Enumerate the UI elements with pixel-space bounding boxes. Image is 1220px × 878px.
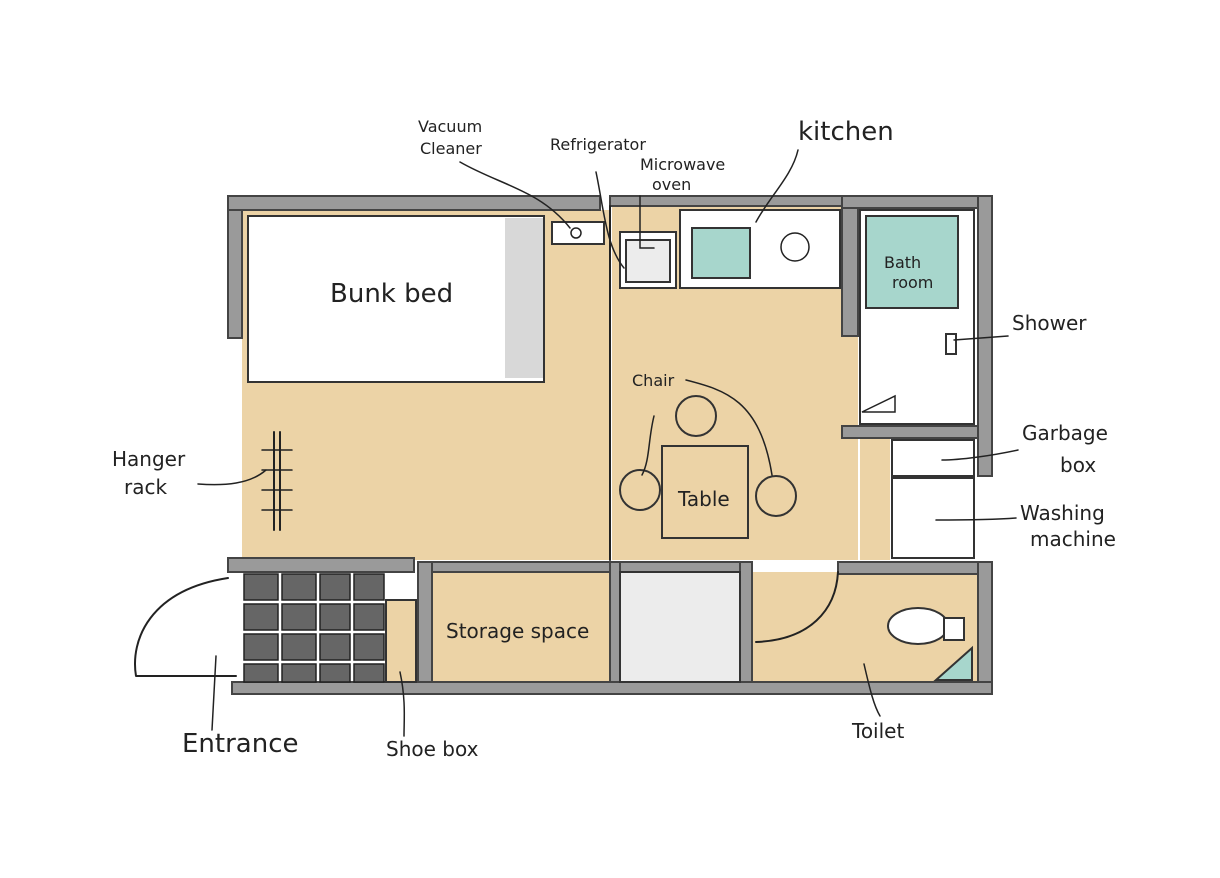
bathroom-door-swing — [861, 394, 896, 413]
washing-machine-label-2: machine — [1030, 527, 1116, 551]
toilet-door-swing — [755, 571, 839, 643]
microwave-oven — [625, 239, 671, 283]
kitchen-sink — [691, 227, 751, 279]
toilet-tank — [943, 617, 965, 641]
walls — [227, 195, 993, 695]
washing-machine-label-1: Washing — [1020, 501, 1105, 525]
shower-label: Shower — [1012, 311, 1087, 335]
toilet-label: Toilet — [851, 719, 904, 743]
wall-bath-left — [841, 195, 859, 337]
wall-top-kitchen — [609, 195, 843, 207]
wall-right-upper — [977, 195, 993, 477]
bunk-bed-shadow — [505, 218, 543, 378]
table-label: Table — [677, 487, 730, 511]
wall-right-lower — [977, 561, 993, 689]
chair-label: Chair — [632, 371, 675, 390]
table — [661, 445, 749, 539]
wall-closet-left — [609, 561, 621, 689]
hanger-rack-label-1: Hanger — [112, 447, 186, 471]
shower-fixture — [945, 333, 957, 355]
bathroom-label-1: Bath — [884, 253, 921, 272]
wall-bath-bottom — [841, 425, 979, 439]
shoe-box-label: Shoe box — [386, 737, 479, 761]
wall-bottom — [231, 681, 993, 695]
microwave-label-2: oven — [652, 175, 691, 194]
bunk-bed — [247, 215, 545, 383]
shoe-box — [385, 599, 417, 683]
bunk-bed-label: Bunk bed — [330, 279, 453, 309]
refrigerator-label: Refrigerator — [550, 135, 646, 154]
entrance-label: Entrance — [182, 729, 299, 759]
wall-top-right — [841, 195, 993, 209]
bathroom-label-2: room — [892, 273, 933, 292]
vacuum-cleaner-label-1: Vacuum — [418, 117, 482, 136]
hanger-rack-icon — [261, 431, 293, 531]
chair-left — [619, 469, 661, 511]
vacuum-cleaner-label-2: Cleaner — [420, 139, 482, 158]
chair-right — [755, 475, 797, 517]
hall-floor — [860, 438, 890, 560]
garbage-box-label-2: box — [1060, 453, 1096, 477]
toilet-bowl — [887, 607, 949, 645]
leader-lines — [197, 149, 1019, 737]
storage-floor — [432, 572, 610, 682]
washing-machine — [891, 477, 975, 559]
wall-storage-top — [431, 561, 749, 573]
wall-toilet-top — [837, 561, 993, 575]
vacuum-cleaner — [551, 221, 605, 245]
wall-closet-right — [739, 561, 753, 689]
vacuum-cleaner-icon — [570, 227, 582, 239]
wall-left-upper — [227, 195, 243, 339]
kitchen-label: kitchen — [798, 117, 894, 147]
garbage-box-label-1: Garbage — [1022, 421, 1108, 445]
bathtub — [865, 215, 959, 309]
closet — [619, 571, 741, 683]
stove-burner-icon — [780, 232, 810, 262]
hanger-rack-label-2: rack — [124, 475, 167, 499]
garbage-box — [891, 439, 975, 477]
wall-mid-left — [227, 557, 415, 573]
microwave-label-1: Microwave — [640, 155, 725, 174]
wall-storage-left — [417, 561, 433, 689]
entrance-door-swing — [134, 577, 237, 677]
hand-sink — [933, 645, 973, 681]
storage-space-label: Storage space — [446, 619, 589, 643]
wall-top-left — [227, 195, 601, 211]
entrance-tiles — [243, 573, 385, 683]
chair-top — [675, 395, 717, 437]
shoebox-floor — [386, 600, 416, 682]
